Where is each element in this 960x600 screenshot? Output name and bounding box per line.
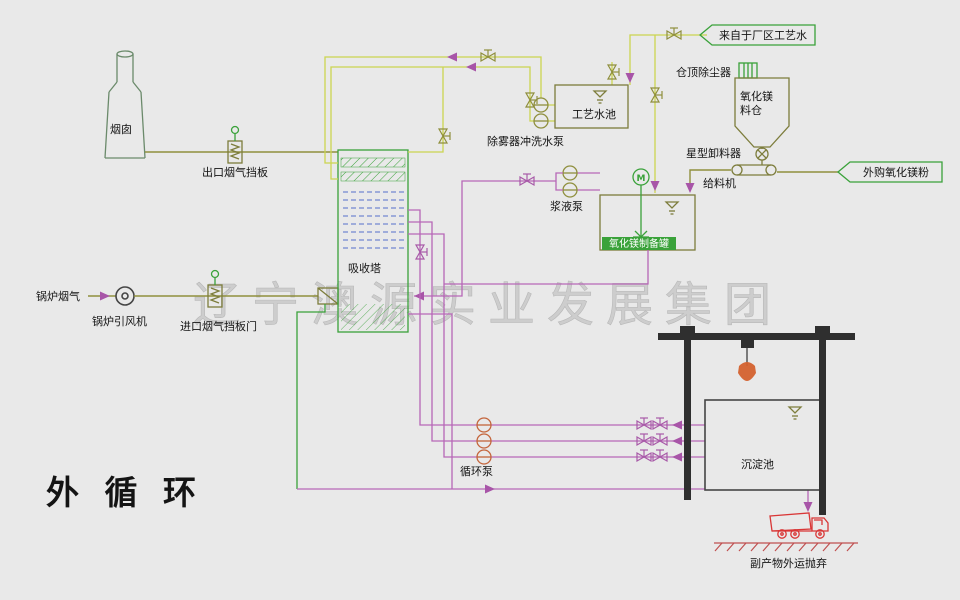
star-unloader-label: 星型卸料器 — [686, 146, 741, 160]
slurry-pumps: 浆液泵 — [414, 165, 600, 301]
outlet-damper-label: 出口烟气挡板 — [202, 165, 268, 179]
silo-dust-collector-label: 仓顶除尘器 — [676, 65, 731, 79]
inlet-damper-label: 进口烟气挡板门 — [180, 319, 257, 333]
spray-levels — [343, 191, 404, 249]
page-title: 外 循 环 — [46, 473, 203, 512]
purchased-mgo-label: 外购氧化镁粉 — [863, 165, 929, 179]
from-plant-water-label: 来自于厂区工艺水 — [719, 29, 807, 42]
process-water-piping — [324, 27, 707, 193]
absorber-label: 吸收塔 — [348, 261, 381, 275]
outlet-damper-icon — [227, 125, 243, 164]
circulation-pumps: 循环泵 — [460, 417, 493, 478]
boiler-inlet-line: 锅炉烟气 锅炉引风机 进口烟气挡板门 — [36, 269, 339, 333]
demister-flush-pumps: 除雾器冲洗水泵 — [487, 97, 564, 148]
demister-flush-pump-label: 除雾器冲洗水泵 — [487, 134, 564, 148]
motor-letter: M — [637, 174, 646, 184]
process-water-tank: 工艺水池 — [554, 84, 629, 129]
byproduct-disposal-label: 副产物外运抛弃 — [750, 556, 827, 570]
circulation-pump-label: 循环泵 — [460, 465, 493, 478]
company-watermark: 辽宁澳源实业发展集团 — [193, 278, 783, 333]
sedimentation-pool-label: 沉淀池 — [741, 457, 774, 471]
mgo-silo-body — [734, 77, 790, 148]
mgo-prep-tank-label: 氧化镁制备罐 — [609, 237, 669, 250]
star-unloader-icon — [755, 147, 769, 165]
chimney: 烟囱 — [104, 50, 146, 159]
tower-sump-liquid — [341, 304, 405, 330]
mgo-silo-assembly: 仓顶除尘器 氧化镁 料仓 星型卸料器 给料机 — [676, 62, 838, 193]
boiler-flue-gas-label: 锅炉烟气 — [36, 289, 80, 303]
grab-bucket-icon — [738, 362, 756, 381]
disposal-truck: 副产物外运抛弃 — [714, 512, 858, 570]
prep-tank-label-box — [602, 237, 676, 250]
boiler-fan-label: 锅炉引风机 — [92, 314, 147, 328]
outlet-flue-line: 出口烟气挡板 — [145, 125, 338, 179]
ground-hatch — [714, 542, 858, 552]
feeder-icon — [731, 164, 777, 176]
inlet-damper-icon — [207, 269, 223, 308]
process-water-tank-label: 工艺水池 — [572, 108, 616, 121]
mgo-silo-label-line1: 氧化镁 — [740, 89, 773, 103]
mgo-prep-tank: M 氧化镁制备罐 — [599, 168, 696, 251]
mgo-silo-label-line2: 料仓 — [740, 103, 762, 117]
plant-water-banner: 来自于厂区工艺水 — [698, 24, 816, 46]
feeder-label: 给料机 — [703, 176, 736, 190]
hoist-trolley — [741, 340, 754, 348]
demister-layer-2 — [340, 171, 406, 182]
absorber-tower: 吸收塔 — [337, 149, 409, 333]
chimney-label: 烟囱 — [110, 122, 132, 136]
purchased-mgo-banner: 外购氧化镁粉 — [836, 161, 943, 183]
slurry-pump-label: 浆液泵 — [550, 199, 583, 213]
demister-layer-1 — [340, 157, 406, 168]
slurry-piping — [296, 209, 813, 512]
feeder-to-tank-line — [689, 169, 731, 189]
gantry-crane — [658, 326, 855, 515]
